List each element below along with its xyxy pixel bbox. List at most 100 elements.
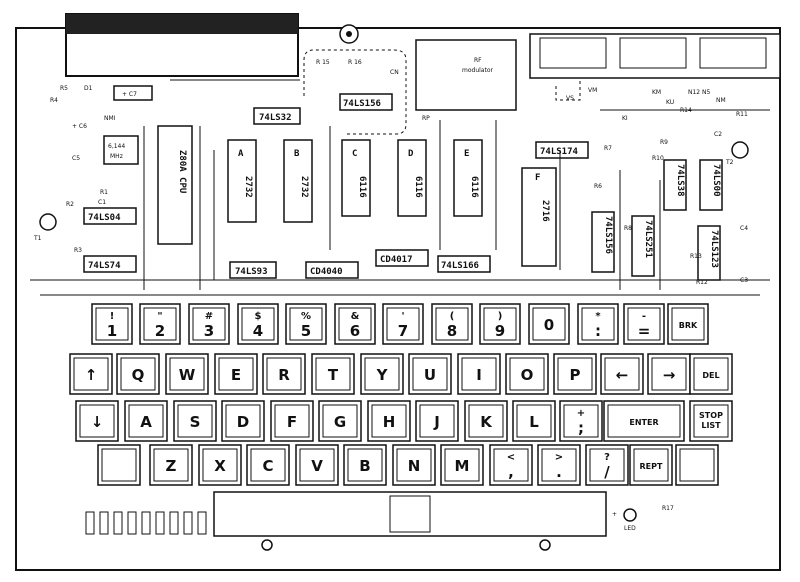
bottom-resistor-pack — [85, 511, 207, 535]
key-row1-4[interactable]: %5 — [285, 303, 327, 345]
key-row1-5[interactable]: &6 — [334, 303, 376, 345]
key-row4-5[interactable]: B — [343, 444, 387, 486]
key-row3-10[interactable]: +; — [559, 400, 603, 442]
cpu-label: Z80A CPU — [177, 150, 187, 193]
chip-74ls38: 74LS38 — [663, 159, 687, 211]
key-row4-11[interactable]: REPT — [629, 444, 673, 486]
key-row4-12[interactable] — [675, 444, 719, 486]
key-row4-4[interactable]: V — [295, 444, 339, 486]
key-main-label: V — [311, 457, 323, 475]
key-row2-1[interactable]: Q — [116, 353, 160, 395]
key-row3-8[interactable]: K — [464, 400, 508, 442]
key-main-label: = — [638, 322, 651, 340]
key-row1-0[interactable]: !1 — [91, 303, 133, 345]
key-main-label: L — [529, 413, 539, 431]
key-row3-2[interactable]: S — [173, 400, 217, 442]
key-row1-2[interactable]: #3 — [188, 303, 230, 345]
crystal-label-1: 6,144 — [108, 143, 125, 150]
key-row2-0[interactable]: ↑ — [69, 353, 113, 395]
eprom-f-tag: F — [535, 173, 540, 183]
rf-label-2: modulator — [462, 67, 493, 74]
key-main-label: ↓ — [91, 413, 104, 431]
key-row1-3[interactable]: $4 — [237, 303, 279, 345]
traces — [30, 79, 770, 296]
chip-74ls74-label: 74LS74 — [88, 261, 121, 271]
key-row3-6[interactable]: H — [367, 400, 411, 442]
key-row4-10[interactable]: ?/ — [585, 444, 629, 486]
chip-74ls74: 74LS74 — [83, 255, 137, 273]
label-r1: R1 — [100, 189, 108, 196]
key-row1-9[interactable]: 0 — [528, 303, 570, 345]
key-row3-5[interactable]: G — [318, 400, 362, 442]
key-main-label: STOP — [699, 411, 723, 420]
key-row2-4[interactable]: R — [262, 353, 306, 395]
key-row1-7[interactable]: (8 — [431, 303, 473, 345]
label-t1: T1 — [33, 235, 42, 242]
key-row4-8[interactable]: <, — [489, 444, 533, 486]
chip-74ls00: 74LS00 — [699, 159, 723, 211]
key-row4-1[interactable]: Z — [149, 444, 193, 486]
label-r15: R 15 — [316, 59, 330, 66]
key-row3-0[interactable]: ↓ — [75, 400, 119, 442]
key-top-label: " — [157, 311, 162, 322]
key-main-label: 3 — [204, 322, 214, 340]
key-row2-5[interactable]: T — [311, 353, 355, 395]
key-main-label: E — [231, 366, 241, 384]
key-row3-4[interactable]: F — [270, 400, 314, 442]
ram-e-tag: E — [464, 149, 469, 159]
key-main-label: / — [604, 463, 610, 481]
key-top-label: # — [205, 311, 213, 322]
key-row1-11[interactable]: -= — [623, 303, 665, 345]
rom-b-label: 2732 — [299, 176, 309, 198]
key-row1-1[interactable]: "2 — [139, 303, 181, 345]
key-main-label: 0 — [544, 316, 554, 334]
key-row2-8[interactable]: I — [457, 353, 501, 395]
eprom-f-label: 2716 — [540, 200, 550, 222]
key-main-label: : — [595, 322, 601, 340]
label-r13: R13 — [690, 253, 702, 260]
key-row2-2[interactable]: W — [165, 353, 209, 395]
crystal-label-2: MHz — [110, 153, 123, 160]
label-r4: R4 — [50, 97, 58, 104]
key-main-label: . — [556, 463, 562, 481]
key-row4-6[interactable]: N — [392, 444, 436, 486]
key-row2-3[interactable]: E — [214, 353, 258, 395]
key-row3-11[interactable]: ENTER — [603, 400, 685, 442]
key-main-label: ENTER — [629, 418, 658, 427]
key-main-label: 7 — [398, 322, 408, 340]
key-row1-6[interactable]: '7 — [382, 303, 424, 345]
ram-c-tag: C — [352, 149, 357, 159]
key-row3-1[interactable]: A — [124, 400, 168, 442]
key-row1-12[interactable]: BRK — [667, 303, 709, 345]
key-row3-7[interactable]: J — [415, 400, 459, 442]
label-r2: R2 — [66, 201, 74, 208]
key-row4-0[interactable] — [97, 444, 141, 486]
ram-c-label: 6116 — [357, 176, 367, 198]
key-row2-7[interactable]: U — [408, 353, 452, 395]
key-main-label: 6 — [350, 322, 360, 340]
key-top-label: + — [577, 408, 585, 419]
key-row3-9[interactable]: L — [512, 400, 556, 442]
key-row2-13[interactable]: DEL — [689, 353, 733, 395]
key-row2-9[interactable]: O — [505, 353, 549, 395]
space-bar[interactable] — [213, 491, 607, 537]
key-main-label: 2 — [155, 322, 165, 340]
key-row3-3[interactable]: D — [221, 400, 265, 442]
label-cn: CN — [390, 69, 399, 76]
key-row1-8[interactable]: )9 — [479, 303, 521, 345]
chip-cd4040: CD4040 — [305, 261, 359, 279]
key-row1-10[interactable]: *: — [577, 303, 619, 345]
key-main-label: T — [328, 366, 339, 384]
key-row4-7[interactable]: M — [440, 444, 484, 486]
key-row2-11[interactable]: ← — [600, 353, 644, 395]
key-row4-9[interactable]: >. — [537, 444, 581, 486]
key-row2-12[interactable]: → — [647, 353, 691, 395]
key-row4-2[interactable]: X — [198, 444, 242, 486]
key-row4-3[interactable]: C — [246, 444, 290, 486]
key-row2-6[interactable]: Y — [360, 353, 404, 395]
label-d1: D1 — [84, 85, 93, 92]
key-main-label: W — [179, 366, 196, 384]
key-row2-10[interactable]: P — [553, 353, 597, 395]
